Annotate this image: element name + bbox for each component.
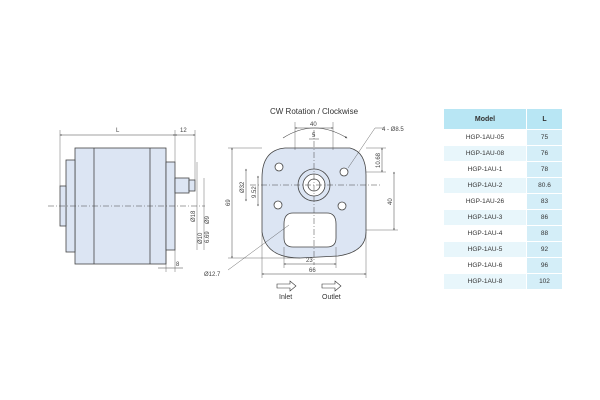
dim-shaft1: Ø18 (191, 210, 197, 222)
dim-10-68: 10.68 (376, 152, 382, 168)
dim-66: 66 (309, 268, 316, 274)
mount-hole-bl (273, 200, 283, 210)
table-header-model: Model (443, 108, 527, 130)
table-cell-model: HGP-1AU-2 (443, 177, 527, 194)
dim-shaft3: Ø9 (205, 215, 211, 224)
dim-5: 5 (312, 133, 316, 139)
rotation-label: CW Rotation / Clockwise (270, 107, 359, 116)
mount-hole-tl (274, 162, 284, 172)
dim-shaft4: 6.69 (205, 231, 211, 243)
table-cell-l: 102 (526, 273, 563, 290)
front-view (227, 122, 398, 278)
outlet-arrow-icon (321, 280, 342, 292)
table-cell-model: HGP-1AU-1 (443, 161, 527, 178)
dim-32: Ø32 (240, 181, 246, 193)
table-cell-l: 80.6 (526, 177, 563, 194)
table-cell-l: 78 (526, 161, 563, 178)
dim-L: L (116, 128, 120, 134)
mount-hole-tr (339, 167, 349, 177)
dim-69: 69 (226, 199, 232, 206)
table-cell-model: HGP-1AU-26 (443, 193, 527, 210)
dim-shaft2: Ø10 (198, 232, 204, 244)
dim-40-vertical: 40 (388, 198, 394, 205)
side-view-labels: L 12 8 Ø18 Ø10 Ø9 6.69 (116, 128, 211, 268)
table-cell-model: HGP-1AU-4 (443, 225, 527, 242)
table-cell-l: 83 (526, 193, 563, 210)
outlet-port-cutout (283, 212, 337, 248)
dim-23: 23 (306, 258, 313, 264)
dim-4-holes: 4 - Ø8.5 (382, 127, 404, 133)
table-cell-model: HGP-1AU-08 (443, 145, 527, 162)
mount-hole-br (337, 201, 347, 211)
dim-9-52: 9.52 (252, 186, 258, 198)
table-cell-l: 96 (526, 257, 563, 274)
outlet-label: Outlet (322, 294, 341, 301)
table-cell-l: 75 (526, 129, 563, 146)
table-cell-model: HGP-1AU-3 (443, 209, 527, 226)
dim-8: 8 (176, 262, 180, 268)
table-cell-model: HGP-1AU-8 (443, 273, 527, 290)
front-view-labels: CW Rotation / Clockwise 40 5 4 - Ø8.5 10… (204, 107, 404, 278)
table-cell-model: HGP-1AU-05 (443, 129, 527, 146)
table-cell-model: HGP-1AU-6 (443, 257, 527, 274)
table-cell-l: 76 (526, 145, 563, 162)
dim-12: 12 (180, 128, 187, 134)
pump-shaft (174, 177, 190, 194)
port-flow-indicators: Inlet Outlet (276, 280, 342, 301)
inlet-arrow-icon (276, 280, 297, 292)
dim-12-7: Ø12.7 (204, 272, 221, 278)
inlet-label: Inlet (279, 294, 292, 301)
table-cell-l: 92 (526, 241, 563, 258)
table-header-l: L (526, 108, 563, 130)
dim-40-top: 40 (310, 122, 317, 128)
table-cell-l: 86 (526, 209, 563, 226)
table-cell-model: HGP-1AU-5 (443, 241, 527, 258)
table-cell-l: 88 (526, 225, 563, 242)
side-view (48, 130, 205, 272)
